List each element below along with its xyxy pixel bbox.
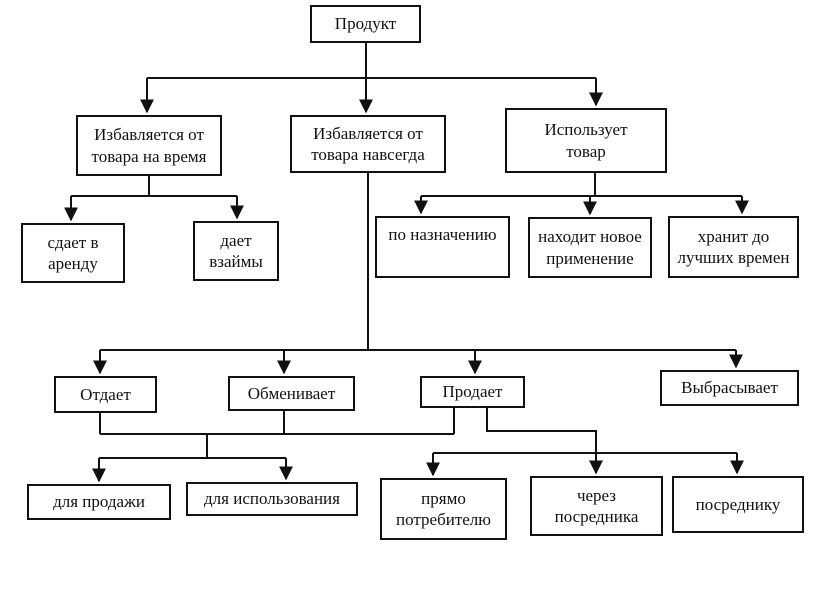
- node-purpose: по назначению: [375, 216, 510, 278]
- node-for-use: для использования: [186, 482, 358, 516]
- node-uses: Использует товар: [505, 108, 667, 173]
- node-keep: хранит до лучших времен: [668, 216, 799, 278]
- node-product: Продукт: [310, 5, 421, 43]
- node-new-use: находит новое применение: [528, 217, 652, 278]
- node-via-agent: через посредника: [530, 476, 663, 536]
- node-loan: дает взаймы: [193, 221, 279, 281]
- node-direct: прямо потребителю: [380, 478, 507, 540]
- node-sells: Продает: [420, 376, 525, 408]
- edge-sells-stem: [486, 408, 597, 453]
- node-gives: Отдает: [54, 376, 157, 413]
- node-temp-rid: Избавляется от товара на время: [76, 115, 222, 176]
- node-throws: Выбрасывает: [660, 370, 799, 406]
- node-exchanges: Обменивает: [228, 376, 355, 411]
- node-for-sale: для продажи: [27, 484, 171, 520]
- node-perm-rid: Избавляется от товара навсегда: [290, 115, 446, 173]
- node-to-agent: посреднику: [672, 476, 804, 533]
- node-rent: сдает в аренду: [21, 223, 125, 283]
